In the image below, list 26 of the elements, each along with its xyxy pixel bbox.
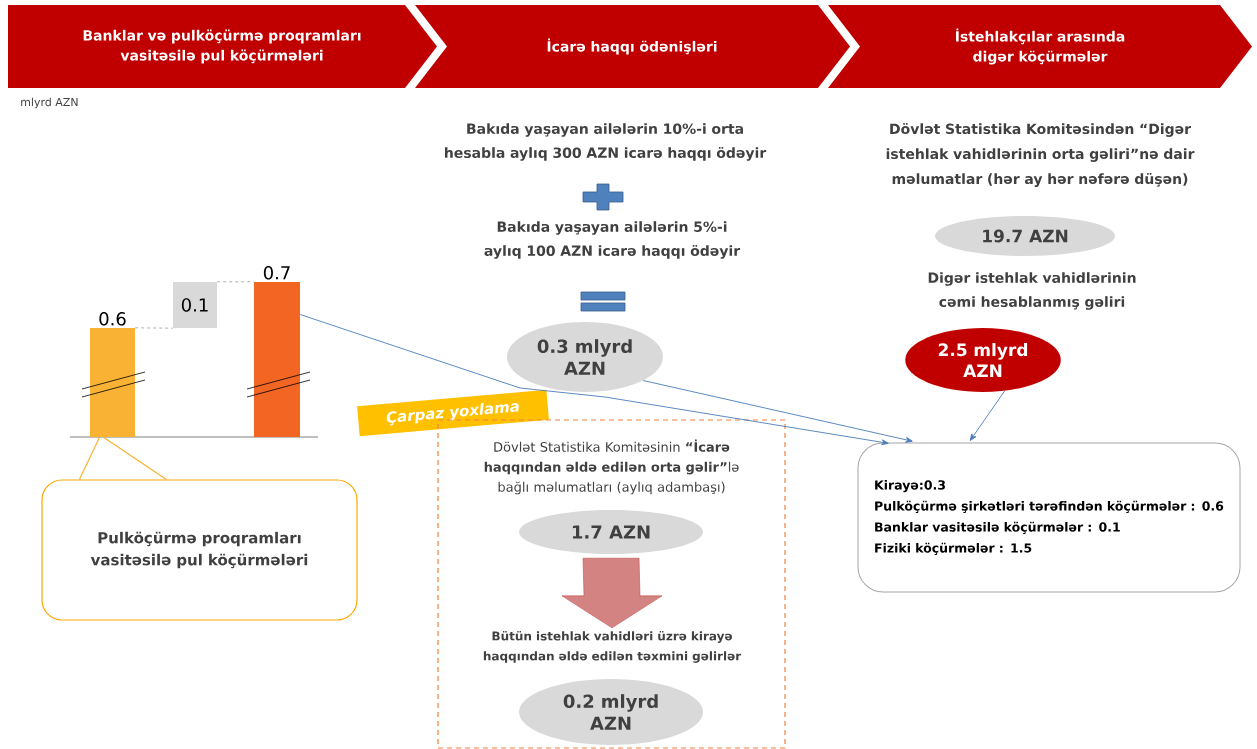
chevron-banner: İstehlakçılar arasında digər köçürmələr bbox=[828, 5, 1252, 88]
node-label: Banklar və pulköçürmə proqramları vasitəsilə pul köçürmələri bbox=[83, 29, 361, 64]
summary-box: Kirayə:0.3 Pulköçürmə şirkətləri tərəfindən köçürmələr : 0.6 Banklar vasitəsilə köçürmələr : 0.1 Fiziki köçürmələr : 1.5 bbox=[857, 442, 1241, 593]
node-label: İcarə haqqı ödənişləri bbox=[547, 38, 717, 55]
leader-line bbox=[78, 434, 167, 480]
arrow bbox=[642, 380, 913, 443]
chevron-banner: İcarə haqqı ödənişləri bbox=[415, 5, 850, 88]
value-label: 0.6 bbox=[99, 312, 126, 326]
description-text: Dövlət Statistika Komitəsindən “Digər istehlak vahidlərinin orta gəliri”nə dair məlumatlar (hər ay hər nəfərə düşən) bbox=[886, 123, 1195, 187]
arrow bbox=[299, 314, 889, 446]
description-text: Bakıda yaşayan ailələrin 10%-i orta hesabla aylıq 300 AZN icarə haqqı ödəyir bbox=[445, 123, 767, 161]
node-label: İstehlakçılar arasında digər köçürmələr bbox=[956, 28, 1125, 65]
connector-line bbox=[216, 281, 255, 283]
block-arrow bbox=[561, 557, 663, 629]
callout-box: Pulköçürmə proqramları vasitəsilə pul köçürmələri bbox=[41, 479, 358, 621]
value-box: 0.1 bbox=[173, 282, 217, 328]
description-text: Digər istehlak vahidlərinin cəmi hesablanmış gəliri bbox=[928, 272, 1136, 310]
connector-line bbox=[134, 327, 174, 329]
result-text: Bütün istehlak vahidləri üzrə kirayə haqqından əldə edilən təxmini gəlirlər bbox=[483, 631, 742, 663]
description-text: Bakıda yaşayan ailələrin 5%-i aylıq 100 AZN icarə haqqı ödəyir bbox=[484, 221, 741, 259]
bar bbox=[90, 328, 135, 437]
bar bbox=[254, 282, 300, 437]
value-label: 0.7 bbox=[263, 266, 290, 280]
chevron-banner: Banklar və pulköçürmə proqramları vasitəsilə pul köçürmələri bbox=[8, 5, 437, 88]
arrow bbox=[969, 390, 1006, 441]
tag-label: Çarpaz yoxlama bbox=[357, 389, 549, 437]
